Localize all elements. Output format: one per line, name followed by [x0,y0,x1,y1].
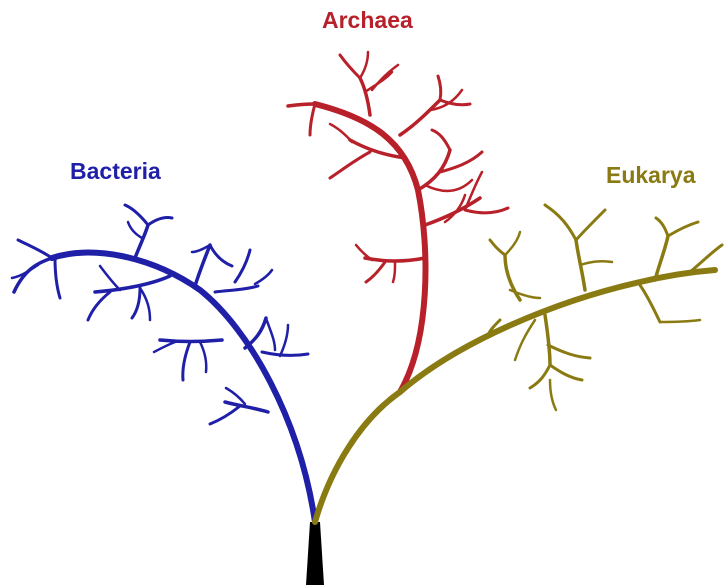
archaea-label: Archaea [322,9,413,32]
root-trunk [306,522,324,585]
eukarya-branch [315,205,722,522]
bacteria-label: Bacteria [70,160,161,183]
eukarya-label: Eukarya [606,164,696,187]
bacteria-branch [12,205,315,522]
